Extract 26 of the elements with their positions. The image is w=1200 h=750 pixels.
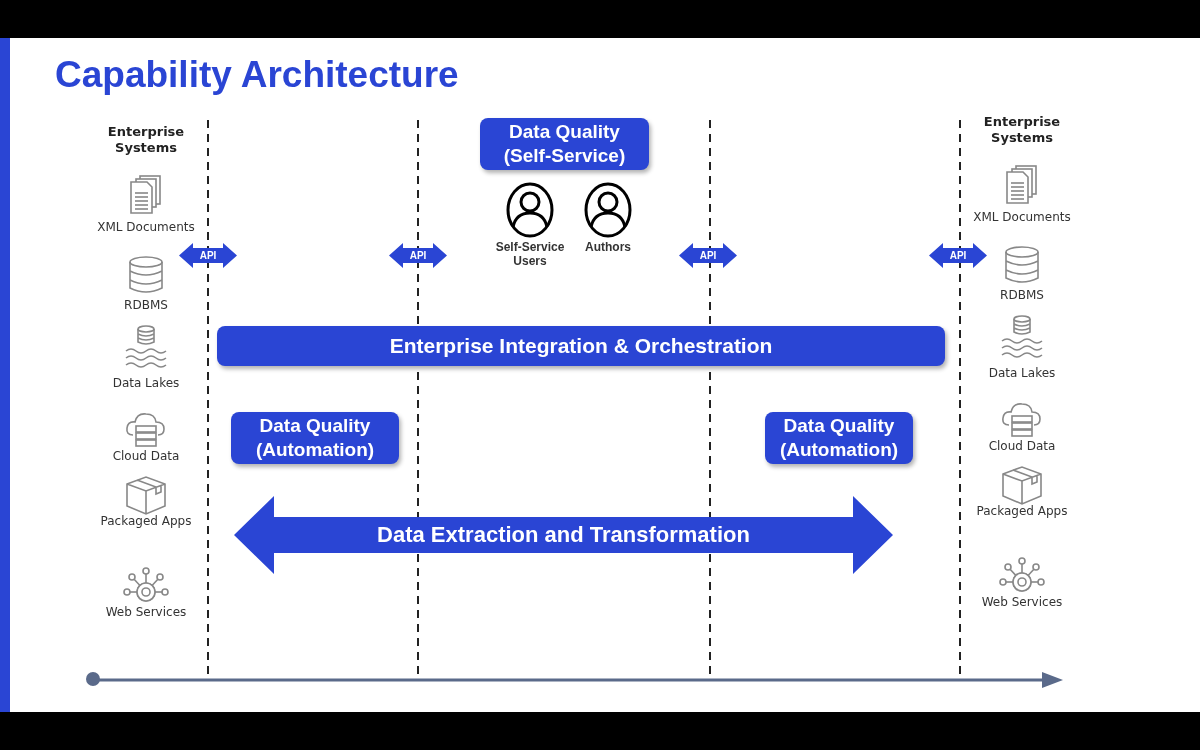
icon-label: Web Services	[980, 595, 1064, 609]
api-double-arrow: API	[179, 243, 237, 268]
icon-label: Packaged Apps	[975, 504, 1069, 518]
icon-label: RDBMS	[123, 298, 169, 312]
api-double-arrow: API	[929, 243, 987, 268]
api-double-arrow: API	[679, 243, 737, 268]
column-heading: Enterprise Systems	[106, 124, 186, 156]
person-label: Authors	[584, 240, 632, 254]
integration-bar: Enterprise Integration & Orchestration	[217, 326, 945, 366]
icon-label: Cloud Data	[111, 449, 181, 463]
process-box: Data Quality (Automation)	[765, 412, 913, 464]
process-box: Data Quality (Self-Service)	[480, 118, 649, 170]
column-heading: Enterprise Systems	[982, 114, 1062, 146]
icon-label: RDBMS	[999, 288, 1045, 302]
icon-label: Web Services	[104, 605, 188, 619]
icon-label: Data Lakes	[987, 366, 1057, 380]
process-box: Data Quality (Automation)	[231, 412, 399, 464]
icon-label: Cloud Data	[987, 439, 1057, 453]
person-label: Self-Service Users	[494, 240, 566, 268]
icon-label: Data Lakes	[111, 376, 181, 390]
double-arrow: Data Extraction and Transformation	[234, 496, 893, 574]
icon-label: Packaged Apps	[99, 514, 193, 528]
api-double-arrow: API	[389, 243, 447, 268]
icon-label: XML Documents	[972, 210, 1072, 224]
icon-label: XML Documents	[96, 220, 196, 234]
slide-title: Capability Architecture	[55, 54, 459, 96]
